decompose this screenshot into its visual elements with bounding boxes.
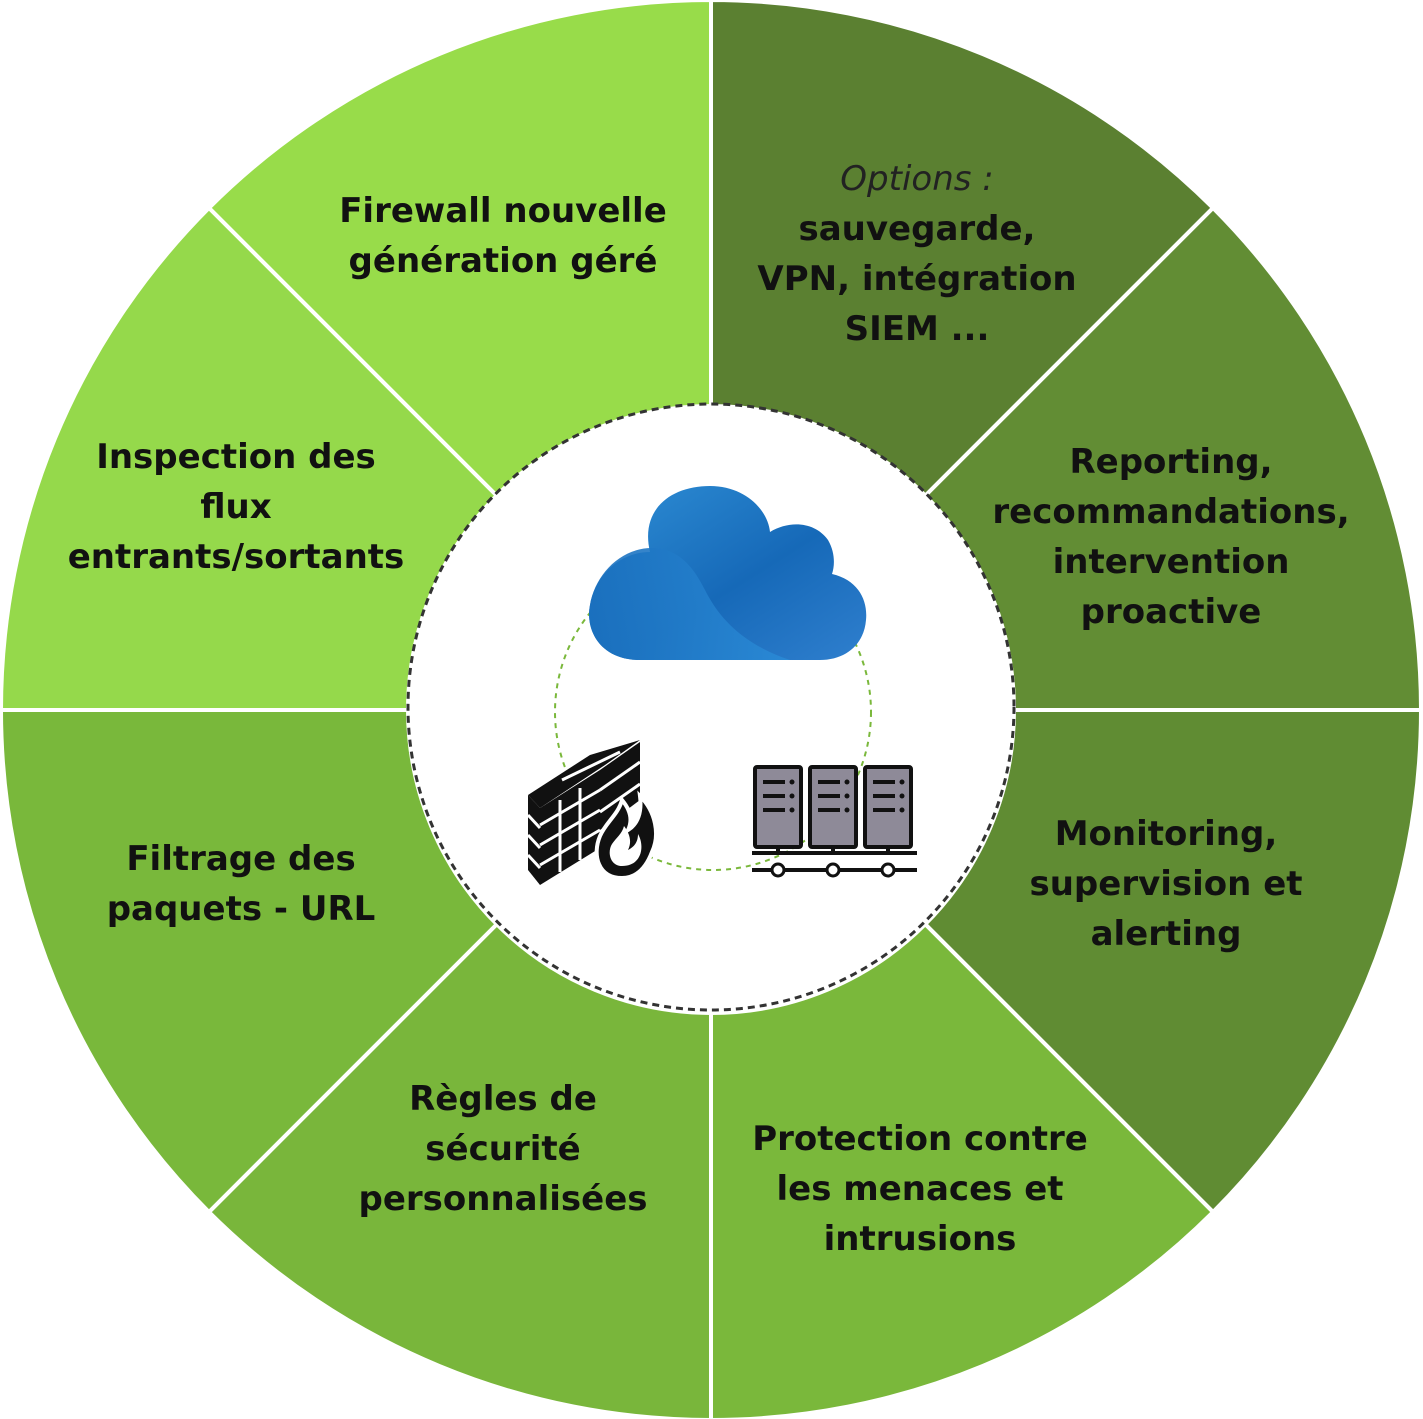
- segment-label-line: les menaces et: [776, 1169, 1063, 1209]
- segment-label-line: intrusions: [824, 1219, 1017, 1259]
- segment-label-inspection: Inspection des flux entrants/sortants: [68, 437, 405, 577]
- segment-protection: [709, 921, 1216, 1419]
- segment-prefix: Options :: [840, 159, 993, 199]
- segment-label-line: Règles de: [409, 1079, 597, 1119]
- segment-label-line: Protection contre: [752, 1119, 1088, 1159]
- segment-label-line: recommandations,: [992, 492, 1349, 532]
- segment-label-monitoring: Monitoring, supervision et alerting: [1029, 814, 1302, 954]
- segment-label-line: Filtrage des: [126, 839, 355, 879]
- segment-label-line: Reporting,: [1069, 442, 1272, 482]
- segment-label-line: SIEM ...: [845, 309, 990, 349]
- segment-label-line: Inspection des: [96, 437, 376, 477]
- segment-label-line: paquets - URL: [107, 889, 376, 929]
- segment-label-line: supervision et: [1029, 864, 1302, 904]
- segment-label-line: proactive: [1081, 592, 1262, 632]
- segment-label-line: flux: [200, 487, 271, 527]
- segment-regles: [206, 921, 713, 1419]
- segment-label-line: personnalisées: [358, 1179, 647, 1219]
- segment-label-line: sécurité: [425, 1129, 580, 1169]
- labels-layer: Firewall nouvelle génération géré Options …: [68, 159, 1350, 1259]
- segment-label-regles: Règles de sécurité personnalisées: [358, 1079, 647, 1219]
- segment-label-line: sauvegarde,: [799, 209, 1036, 249]
- firewall-icon: [526, 740, 658, 885]
- segment-label-line: Monitoring,: [1055, 814, 1278, 854]
- segment-label-line: génération géré: [349, 241, 658, 281]
- segment-label-line: alerting: [1091, 914, 1242, 954]
- segment-label-line: Firewall nouvelle: [339, 191, 667, 231]
- segment-label-protection: Protection contre les menaces et intrusion…: [752, 1119, 1088, 1259]
- segment-label-filtrage: Filtrage des paquets - URL: [107, 839, 376, 929]
- server-rack-icon: [752, 765, 917, 878]
- segment-label-firewall: Firewall nouvelle génération géré: [339, 191, 667, 281]
- segment-label-line: intervention: [1053, 542, 1290, 582]
- segment-label-line: entrants/sortants: [68, 537, 405, 577]
- cloud-icon: [589, 486, 867, 660]
- segment-label-line: VPN, intégration: [757, 259, 1076, 299]
- segment-label-reporting: Reporting, recommandations, intervention pr…: [992, 442, 1349, 632]
